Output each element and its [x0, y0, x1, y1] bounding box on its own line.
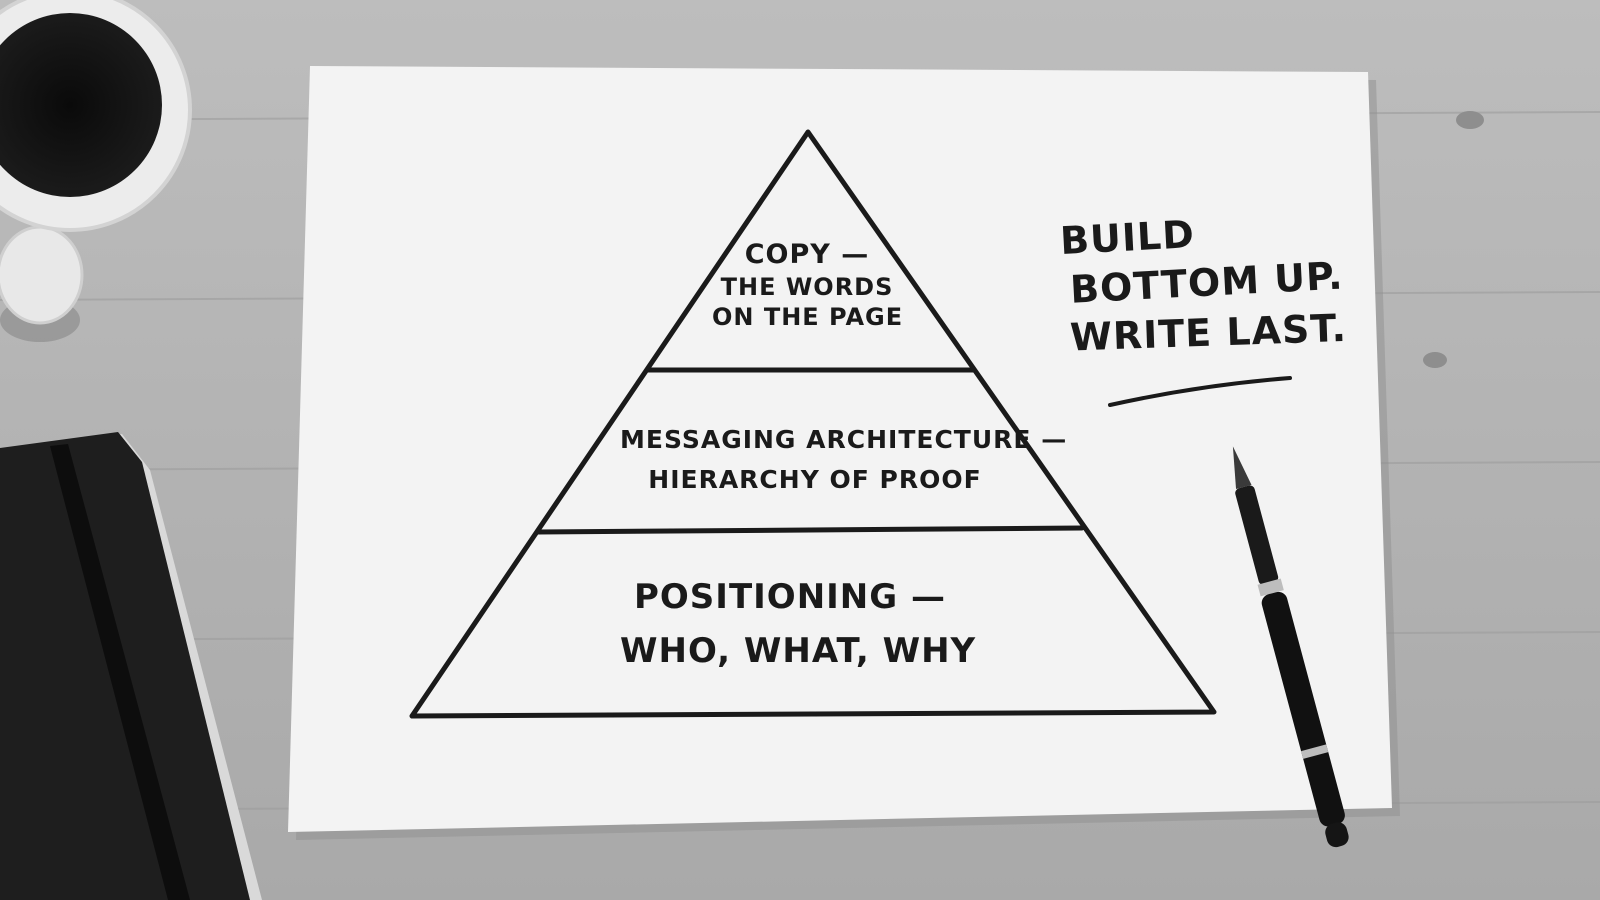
coffee-liquid — [0, 13, 162, 197]
notebook-elastic-band — [50, 444, 190, 900]
tier-bottom-line-1: Positioning — — [633, 577, 946, 617]
pyramid-diagram — [409, 129, 1217, 719]
wood-knot — [1423, 352, 1447, 368]
side-note: Build Bottom Up. Write Last. — [1059, 210, 1348, 359]
tier-top-line-2: The words — [720, 272, 894, 301]
pyramid-tier-bottom-label: Positioning — Who, What, Why — [620, 570, 977, 679]
notebook — [0, 432, 262, 900]
pyramid-outline — [409, 129, 1217, 719]
pyramid-divider-lower — [535, 525, 1085, 535]
fountain-pen — [1232, 446, 1349, 848]
wood-knot — [1456, 111, 1484, 129]
tier-bottom-line-2: Who, What, Why — [620, 631, 977, 672]
tier-top-line-3: on the page — [712, 302, 904, 331]
coffee-cup — [0, 0, 192, 342]
paper-sheet — [288, 66, 1392, 832]
cup-handle — [0, 225, 84, 325]
pyramid-tier-top-label: Copy — The words on the page — [712, 238, 902, 332]
pyramid-tier-middle-label: Messaging Architecture — Hierarchy of Pr… — [620, 420, 1068, 500]
tier-middle-line-1: Messaging Architecture — — [620, 425, 1068, 454]
note-underline — [1108, 376, 1292, 407]
pen-nib — [1232, 446, 1252, 490]
note-line-3: Write Last. — [1069, 305, 1348, 360]
tier-middle-line-2: Hierarchy of Proof — [648, 465, 982, 494]
tier-top-line-1: Copy — — [744, 239, 870, 270]
